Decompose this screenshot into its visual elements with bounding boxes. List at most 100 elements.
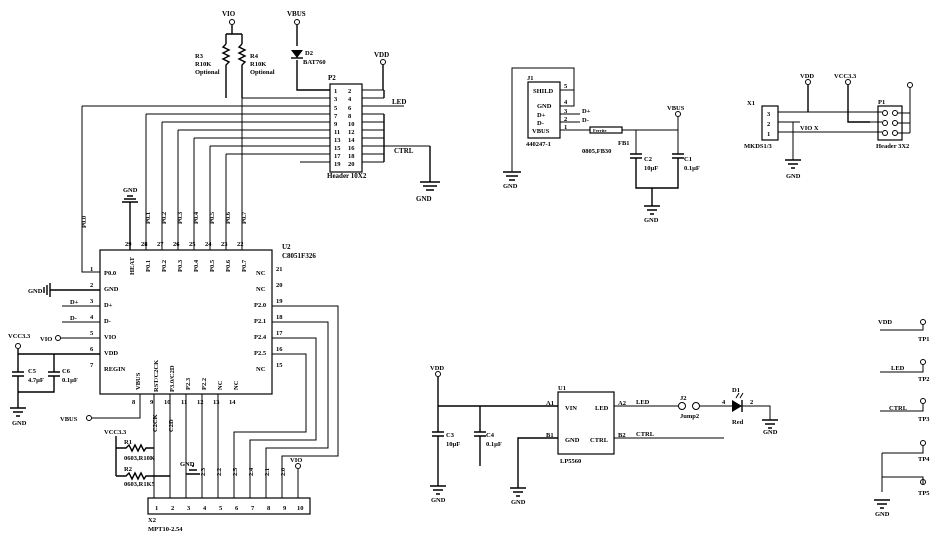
x2-pin-2: 2 (171, 505, 174, 512)
vbus-usb-terminal (675, 111, 681, 117)
j2-ref: J2 (680, 395, 687, 402)
wire-label-p04: P0.4 (193, 211, 200, 224)
u2-num-17: 17 (276, 330, 283, 337)
test-points: VDD TP1 LED TP2 CTRL TP3 TP4 TP5 GND (874, 319, 930, 518)
wire-label-p03: P0.3 (177, 211, 184, 224)
u2-num-27: 27 (157, 241, 164, 248)
d1-gnd-label: GND (763, 429, 778, 436)
d1-gnd-wire (742, 405, 771, 420)
tp2-terminal (920, 359, 926, 365)
u2-name-nc14: NC (233, 380, 240, 390)
d1-gnd-icon (762, 419, 778, 429)
u1-gnd-wire (517, 437, 558, 488)
p1-pin-1 (882, 110, 888, 116)
u2-top-wire-labels: P0.1 P0.2 P0.3 P0.4 P0.5 P0.6 P0.7 (145, 211, 248, 224)
wire-label-b21: 2.1 (264, 468, 271, 476)
wire-label-p02: P0.2 (161, 212, 168, 224)
wire-label-b20: 2.0 (280, 468, 287, 476)
u2-left-pins: 1 2 3 4 5 6 7 P0.0 GND D+ D- VIO VDD REG… (90, 266, 126, 373)
p1-pin-3 (882, 120, 888, 126)
vcc33-x1-label: VCC3.3 (834, 73, 857, 80)
tp3-net: CTRL (889, 405, 908, 412)
u2-name-rst: RST/C2CK (153, 360, 160, 392)
j2-pin-1 (678, 402, 686, 410)
u2-num-15: 15 (276, 362, 283, 369)
u2-name-vdd: VDD (104, 350, 118, 357)
vio-top-label: VIO (222, 10, 236, 18)
vcc33-left-bus (17, 349, 100, 372)
u2-num-3: 3 (90, 298, 94, 305)
j1-body (527, 81, 561, 139)
u2-num-12: 12 (197, 399, 204, 406)
tp4-wire (882, 446, 924, 454)
u1-pin-b2: B2 (618, 432, 626, 439)
u2-num-18: 18 (276, 314, 283, 321)
c6-val: 0.1µF (62, 377, 78, 384)
u2-heat-gnd-icon (122, 195, 138, 250)
p2-pin-3: 3 (334, 96, 338, 103)
u2-name-p21: P2.1 (254, 318, 266, 325)
r4-note: Optional (250, 69, 275, 76)
u2-pin-p02: P0.2 (161, 260, 168, 272)
vio-pullups: VIO R3 R10K Optional R4 R10K Optional (195, 10, 275, 98)
vdd-x1-terminal (805, 79, 811, 85)
vdd-top-label: VDD (374, 51, 389, 59)
j1-name-dplus: D+ (537, 112, 546, 119)
d1-light-arrows (735, 392, 744, 399)
header-p2-ref: P2 (328, 74, 336, 82)
wire-label-dplus: D+ (70, 299, 79, 306)
u1-name-gnd: GND (565, 437, 580, 444)
x1-gnd-icon (785, 159, 801, 169)
u2-top-pin-numbers: 29 28 27 26 25 24 23 22 (125, 241, 244, 248)
c5-val: 4.7µF (28, 377, 44, 384)
u2-num-4: 4 (90, 314, 94, 321)
u2-heat-gnd-label: GND (123, 187, 138, 194)
wire-label-p05: P0.5 (209, 211, 216, 224)
wire-label-p01: P0.1 (145, 212, 152, 224)
header-p2-pin-numbers: 1 3 5 7 9 11 13 15 17 19 2 4 6 8 10 12 1… (334, 88, 355, 168)
p2-pin-13: 13 (334, 137, 341, 144)
u2-num-13: 13 (213, 399, 220, 406)
u1-name-vin: VIN (565, 405, 577, 412)
r3-note: Optional (195, 69, 220, 76)
u2-name-vbus: VBUS (135, 372, 142, 390)
tp1-wire (880, 325, 924, 331)
p2-pin-6: 6 (348, 105, 352, 112)
u2-num-25: 25 (189, 241, 196, 248)
wire-label-b23: 2.3 (200, 467, 207, 476)
j1-num-5: 5 (564, 83, 568, 90)
p2-right-stubs (362, 89, 430, 163)
d1-pin-k: 2 (750, 399, 753, 406)
u2-num-21: 21 (276, 266, 283, 273)
u2-num-22: 22 (237, 241, 244, 248)
p2-pin-12: 12 (348, 129, 355, 136)
c5-ref: C5 (28, 368, 37, 375)
vbus-bottom-label: VBUS (60, 416, 78, 423)
x2-name: MPT10-2.54 (148, 526, 183, 533)
u2-name-gnd: GND (104, 286, 119, 293)
vio-top-terminal (229, 19, 235, 25)
u2-num-24: 24 (205, 241, 212, 248)
u2-num-2: 2 (90, 282, 93, 289)
p2-pin-9: 9 (334, 121, 338, 128)
c3-ref: C3 (446, 432, 455, 439)
d1-triangle (732, 400, 742, 412)
j2-name: Jump2 (680, 413, 699, 420)
tp5-ref: TP5 (918, 490, 930, 497)
p2-pin-10: 10 (348, 121, 355, 128)
connector-x2: 1 2 3 4 5 6 7 8 9 10 X2 MPT10-2.54 (147, 497, 311, 533)
u2-pin-p01: P0.1 (145, 260, 152, 272)
p2-pin-7: 7 (334, 113, 338, 120)
u2-num-1: 1 (90, 266, 93, 273)
u2-pin-p07: P0.7 (241, 259, 248, 272)
u1-vin-bus (437, 377, 558, 432)
fb1-body-label: Ferrite (593, 128, 607, 133)
tp2-wire (880, 365, 924, 373)
u2-name-nc20: NC (256, 286, 266, 293)
u2-gnd-left-icon (43, 283, 100, 297)
u2-num-8: 8 (132, 399, 136, 406)
x1-name: MKDS1/3 (744, 143, 773, 150)
chip-u2: U2 C8051F326 HEAT P0.1 P0.2 P0.3 P0.4 P0… (8, 98, 339, 498)
x2-pin-1: 1 (155, 505, 158, 512)
tp2-net: LED (891, 365, 905, 372)
